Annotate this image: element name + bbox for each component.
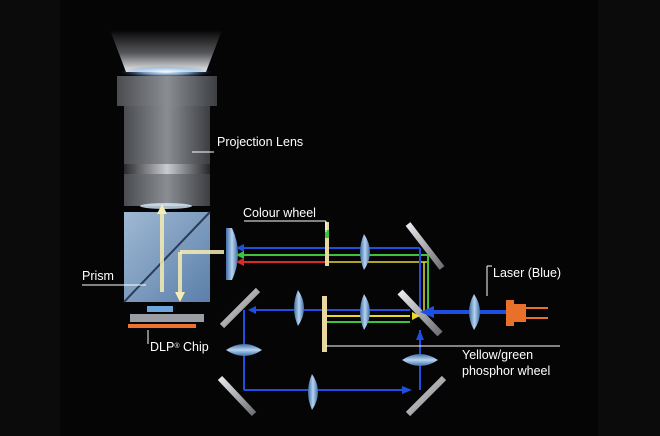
laser-label: Laser (Blue) — [493, 266, 562, 280]
prism-light-paths — [157, 204, 224, 302]
upper-condenser-lens — [360, 234, 370, 270]
phosphor-lens-left — [294, 290, 304, 326]
left-lower-mirror — [217, 375, 257, 417]
dlp-chip-label-suffix: Chip — [179, 340, 209, 354]
colour-wheel-label: Colour wheel — [243, 206, 316, 220]
laser-collimator-lens — [469, 294, 480, 330]
projected-light-cone — [110, 30, 222, 72]
registered-mark: ® — [174, 343, 180, 350]
phosphor-wheel-label-line1: Yellow/green — [462, 348, 534, 362]
phosphor-wheel — [322, 296, 327, 352]
loop-lens-bottom — [308, 374, 318, 410]
relay-lens — [226, 228, 238, 280]
loop-lens-left — [226, 344, 262, 356]
label-leader-lines — [82, 151, 560, 347]
laser-beam — [420, 306, 510, 318]
dlp-chip — [128, 306, 204, 328]
colour-beams — [236, 244, 429, 312]
top-right-mirror — [405, 222, 445, 270]
projection-lens-assembly — [117, 76, 217, 209]
dlp-chip-label-text: DLP — [150, 340, 175, 354]
phosphor-lens-right — [360, 294, 370, 330]
right-lower-mirror — [405, 375, 447, 417]
phosphor-wheel-label-line2: phosphor wheel — [462, 364, 551, 378]
dichroic-mirror — [397, 289, 443, 337]
front-lens-glow — [120, 66, 212, 78]
prism-label: Prism — [82, 269, 114, 283]
colour-wheel — [325, 222, 329, 266]
prism — [123, 211, 211, 303]
left-upper-mirror — [219, 287, 261, 329]
projection-lens-label: Projection Lens — [217, 135, 304, 149]
loop-lens-right — [402, 354, 438, 366]
laser-diode — [506, 300, 548, 326]
phosphor-beams — [248, 306, 420, 323]
dlp-chip-label: DLP® Chip — [150, 340, 209, 355]
